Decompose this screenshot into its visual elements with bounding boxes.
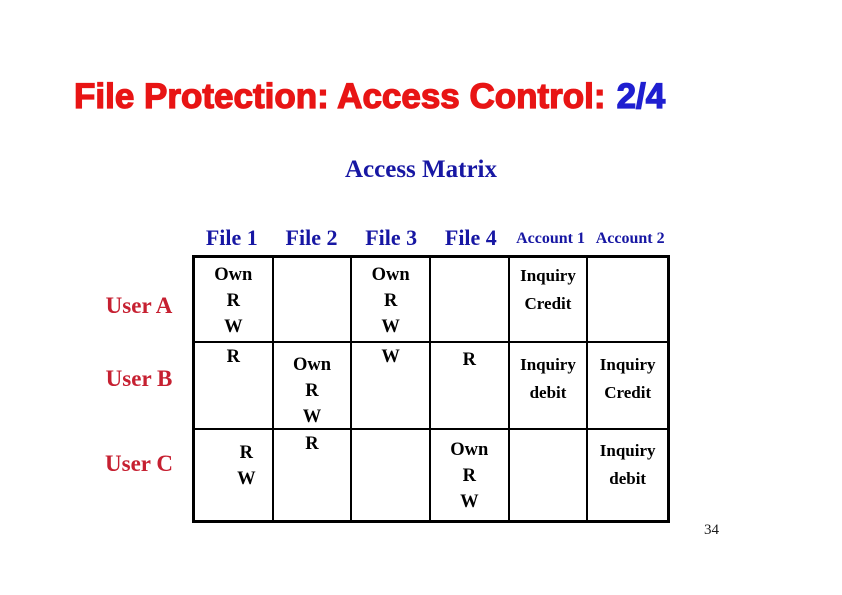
access-right: R [239, 443, 254, 463]
access-right: debit [529, 383, 567, 402]
cell-user-c-account-2: Inquiry debit [588, 430, 667, 520]
column-header-file-4: File 4 [444, 225, 497, 250]
column-header-file-2: File 2 [285, 225, 338, 250]
column-header-file-3: File 3 [365, 225, 418, 250]
cell-user-c-file-1: R W [195, 430, 274, 520]
cell-user-b-account-2: Inquiry Credit [588, 343, 667, 430]
matrix-column-headers: File 1 File 2 File 3 File 4 Account 1 Ac… [192, 220, 670, 251]
cell-user-b-file-1: R [195, 343, 274, 430]
access-right: Credit [524, 294, 572, 313]
slide-title-part-indicator: 2/4 [616, 76, 666, 116]
cell-user-b-file-3: W [352, 343, 431, 430]
cell-user-a-account-1: Inquiry Credit [509, 258, 589, 343]
access-right: R [305, 434, 319, 454]
access-right: debit [609, 469, 647, 488]
cell-user-c-account-1 [510, 430, 589, 520]
column-header-file-1: File 1 [205, 225, 258, 250]
access-right: Inquiry [599, 355, 656, 374]
cell-user-b-account-1: Inquiry debit [509, 343, 589, 430]
row-header-user-b: User B [105, 366, 173, 391]
access-right: Own [450, 440, 489, 460]
cell-user-a-file-4 [430, 258, 510, 343]
cell-user-c-file-3 [352, 430, 431, 520]
access-right: R [383, 291, 398, 311]
access-right: W [302, 407, 322, 427]
slide-title: File Protection: Access Control:2/4 [73, 76, 666, 118]
slide-title-text: File Protection: Access Control: [73, 76, 606, 116]
access-right: R [462, 350, 476, 370]
access-matrix-table: Own R W Own R W Inquiry Credit R Own R W… [192, 255, 670, 523]
column-header-account-2: Account 2 [595, 230, 665, 247]
access-right: R [226, 347, 241, 367]
access-right: Inquiry [520, 266, 576, 285]
row-header-user-a: User A [105, 293, 173, 318]
access-right: R [462, 466, 476, 486]
access-right: R [226, 291, 241, 311]
access-right: W [224, 317, 243, 337]
access-right: Own [214, 265, 253, 285]
access-right: Inquiry [599, 441, 656, 460]
matrix-subtitle: Access Matrix [344, 156, 497, 183]
row-header-user-c: User C [105, 451, 173, 476]
access-right: W [381, 317, 400, 337]
access-right: W [237, 469, 256, 489]
cell-user-a-file-3: Own R W [352, 258, 431, 343]
access-right: Credit [604, 383, 652, 402]
page-number: 34 [704, 522, 719, 538]
cell-user-a-account-2 [588, 258, 667, 343]
cell-user-c-file-4: Own R W [431, 430, 510, 520]
access-right: W [381, 347, 400, 367]
cell-user-a-file-2 [273, 258, 353, 343]
cell-user-b-file-2: Own R W [273, 343, 353, 430]
cell-user-a-file-1: Own R W [195, 258, 274, 343]
access-right: Own [371, 265, 410, 285]
access-right: W [460, 492, 479, 512]
column-header-account-1: Account 1 [516, 230, 585, 247]
access-right: R [305, 381, 319, 401]
access-right: Inquiry [520, 355, 576, 374]
cell-user-c-file-2: R [274, 430, 353, 520]
access-right: Own [292, 355, 332, 375]
cell-user-b-file-4: R [430, 343, 510, 430]
